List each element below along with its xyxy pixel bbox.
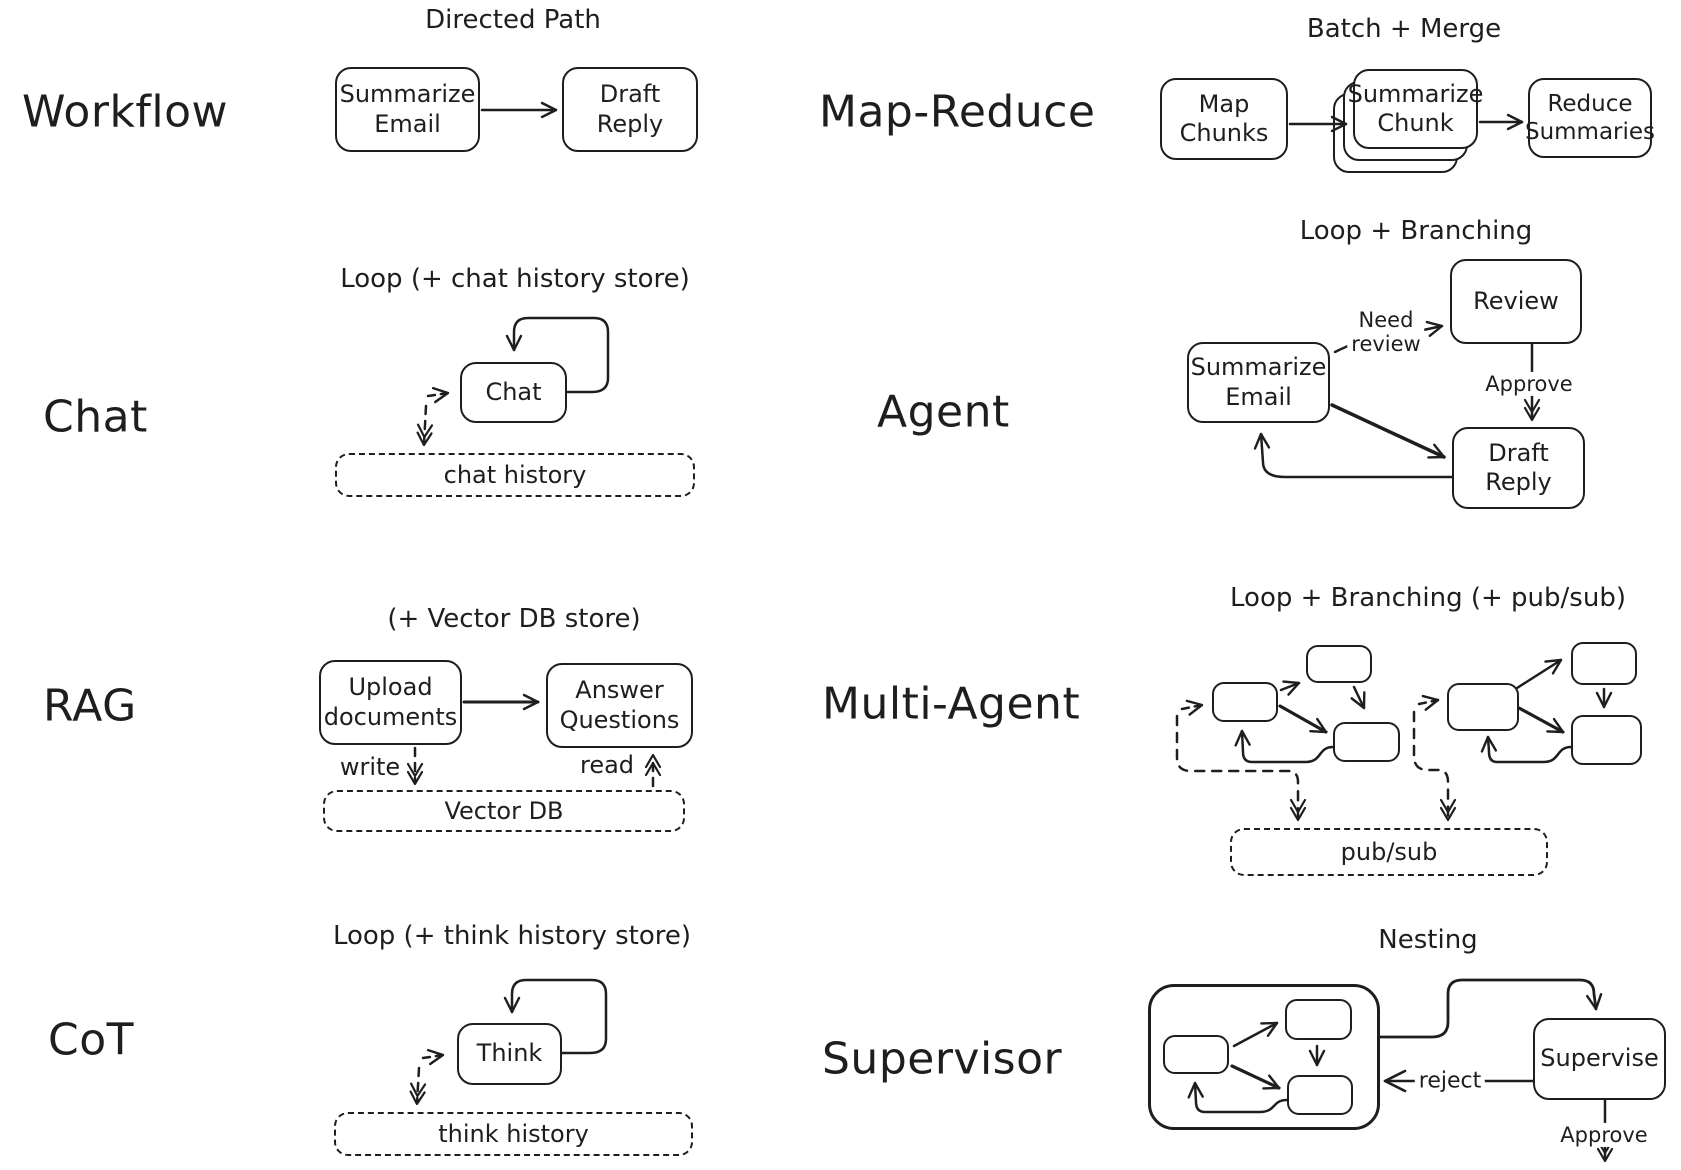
ma-left-b-to-c-arrow: [1350, 685, 1366, 710]
think-node: Think: [457, 1023, 562, 1085]
cot-label: CoT: [48, 1014, 135, 1066]
draft-to-summarize-return-arrow: [1253, 432, 1454, 479]
map-reduce-title: Batch + Merge: [1306, 14, 1502, 44]
upload-documents-node: Upload documents: [319, 660, 462, 745]
ma-left-return-arrow: [1234, 729, 1335, 764]
agent-title: Loop + Branching: [1299, 216, 1533, 246]
agent-review-node: Review: [1450, 259, 1582, 344]
ma-left-a-to-b-arrow: [1279, 680, 1301, 696]
supervisor-inner-node-a: [1163, 1035, 1229, 1074]
vector-db-store: Vector DB: [323, 790, 685, 832]
map-chunks-node: Map Chunks: [1160, 78, 1288, 160]
multi-agent-left-node-a: [1212, 682, 1278, 722]
supervisor-inner-node-b: [1285, 999, 1352, 1040]
ma-right-return-arrow: [1480, 735, 1573, 764]
reduce-summaries-node: Reduce Summaries: [1525, 78, 1655, 158]
multi-agent-label: Multi-Agent: [822, 678, 1081, 730]
ma-right-to-pubsub-dashed-arrow: [1412, 710, 1457, 822]
chat-title: Loop (+ chat history store): [340, 264, 690, 294]
map-reduce-label: Map-Reduce: [819, 86, 1096, 138]
supervise-node: Supervise: [1533, 1018, 1666, 1100]
chat-entry-dashed-arrow: [426, 386, 450, 404]
chat-node: Chat: [460, 362, 567, 423]
ma-left-a-to-c-arrow: [1278, 704, 1328, 734]
supervisor-label: Supervisor: [822, 1033, 1063, 1085]
rag-label: RAG: [43, 680, 137, 732]
reject-edge-label: reject: [1414, 1068, 1486, 1094]
ma-right-a-to-b-arrow: [1515, 658, 1563, 690]
multi-agent-right-node-c: [1571, 715, 1642, 765]
summarize-chunk-node: Summarize Chunk: [1348, 69, 1483, 149]
rag-title: (+ Vector DB store): [387, 604, 641, 634]
ma-right-a-to-c-arrow: [1517, 706, 1565, 734]
chat-history-store: chat history: [335, 453, 695, 497]
ma-left-entry-dashed-arrow: [1180, 699, 1204, 716]
workflow-title: Directed Path: [425, 5, 601, 35]
cot-to-history-dashed-arrow: [409, 1066, 427, 1106]
multi-agent-left-node-c: [1333, 722, 1400, 762]
think-history-store: think history: [334, 1112, 693, 1156]
supervisor-title: Nesting: [1378, 925, 1478, 955]
supervisor-approve-edge-label: Approve: [1556, 1122, 1652, 1148]
agent-summarize-email-node: Summarize Email: [1187, 342, 1330, 423]
answer-questions-node: Answer Questions: [546, 663, 693, 748]
need-review-line1: Need: [1358, 307, 1414, 332]
read-edge-label: read: [579, 751, 635, 780]
multi-agent-title: Loop + Branching (+ pub/sub): [1230, 583, 1626, 613]
cot-entry-dashed-arrow: [421, 1048, 445, 1066]
workflow-label: Workflow: [22, 86, 229, 138]
supervisor-container: [1148, 984, 1380, 1130]
agent-approve-edge-label: Approve: [1481, 371, 1577, 397]
summarize-to-draft-arrow: [1330, 403, 1446, 459]
need-review-line2: review: [1351, 332, 1421, 356]
supervisor-inner-node-c: [1287, 1075, 1353, 1115]
multi-agent-right-node-a: [1447, 683, 1519, 731]
workflow-draft-reply-node: Draft Reply: [562, 67, 698, 152]
cot-title: Loop (+ think history store): [332, 921, 692, 951]
workflow-summarize-email-node: Summarize Email: [335, 67, 480, 152]
multi-agent-right-node-b: [1571, 642, 1637, 685]
ma-left-to-pubsub-dashed-arrow: [1175, 714, 1307, 822]
chat-label: Chat: [43, 391, 148, 443]
chat-to-history-dashed-arrow: [416, 404, 434, 447]
agent-draft-reply-node: Draft Reply: [1452, 427, 1585, 509]
pub-sub-store: pub/sub: [1230, 828, 1548, 876]
write-edge-label: write: [339, 753, 401, 782]
agent-label: Agent: [877, 386, 1010, 438]
multi-agent-left-node-b: [1306, 645, 1372, 683]
ma-right-entry-dashed-arrow: [1417, 694, 1440, 711]
